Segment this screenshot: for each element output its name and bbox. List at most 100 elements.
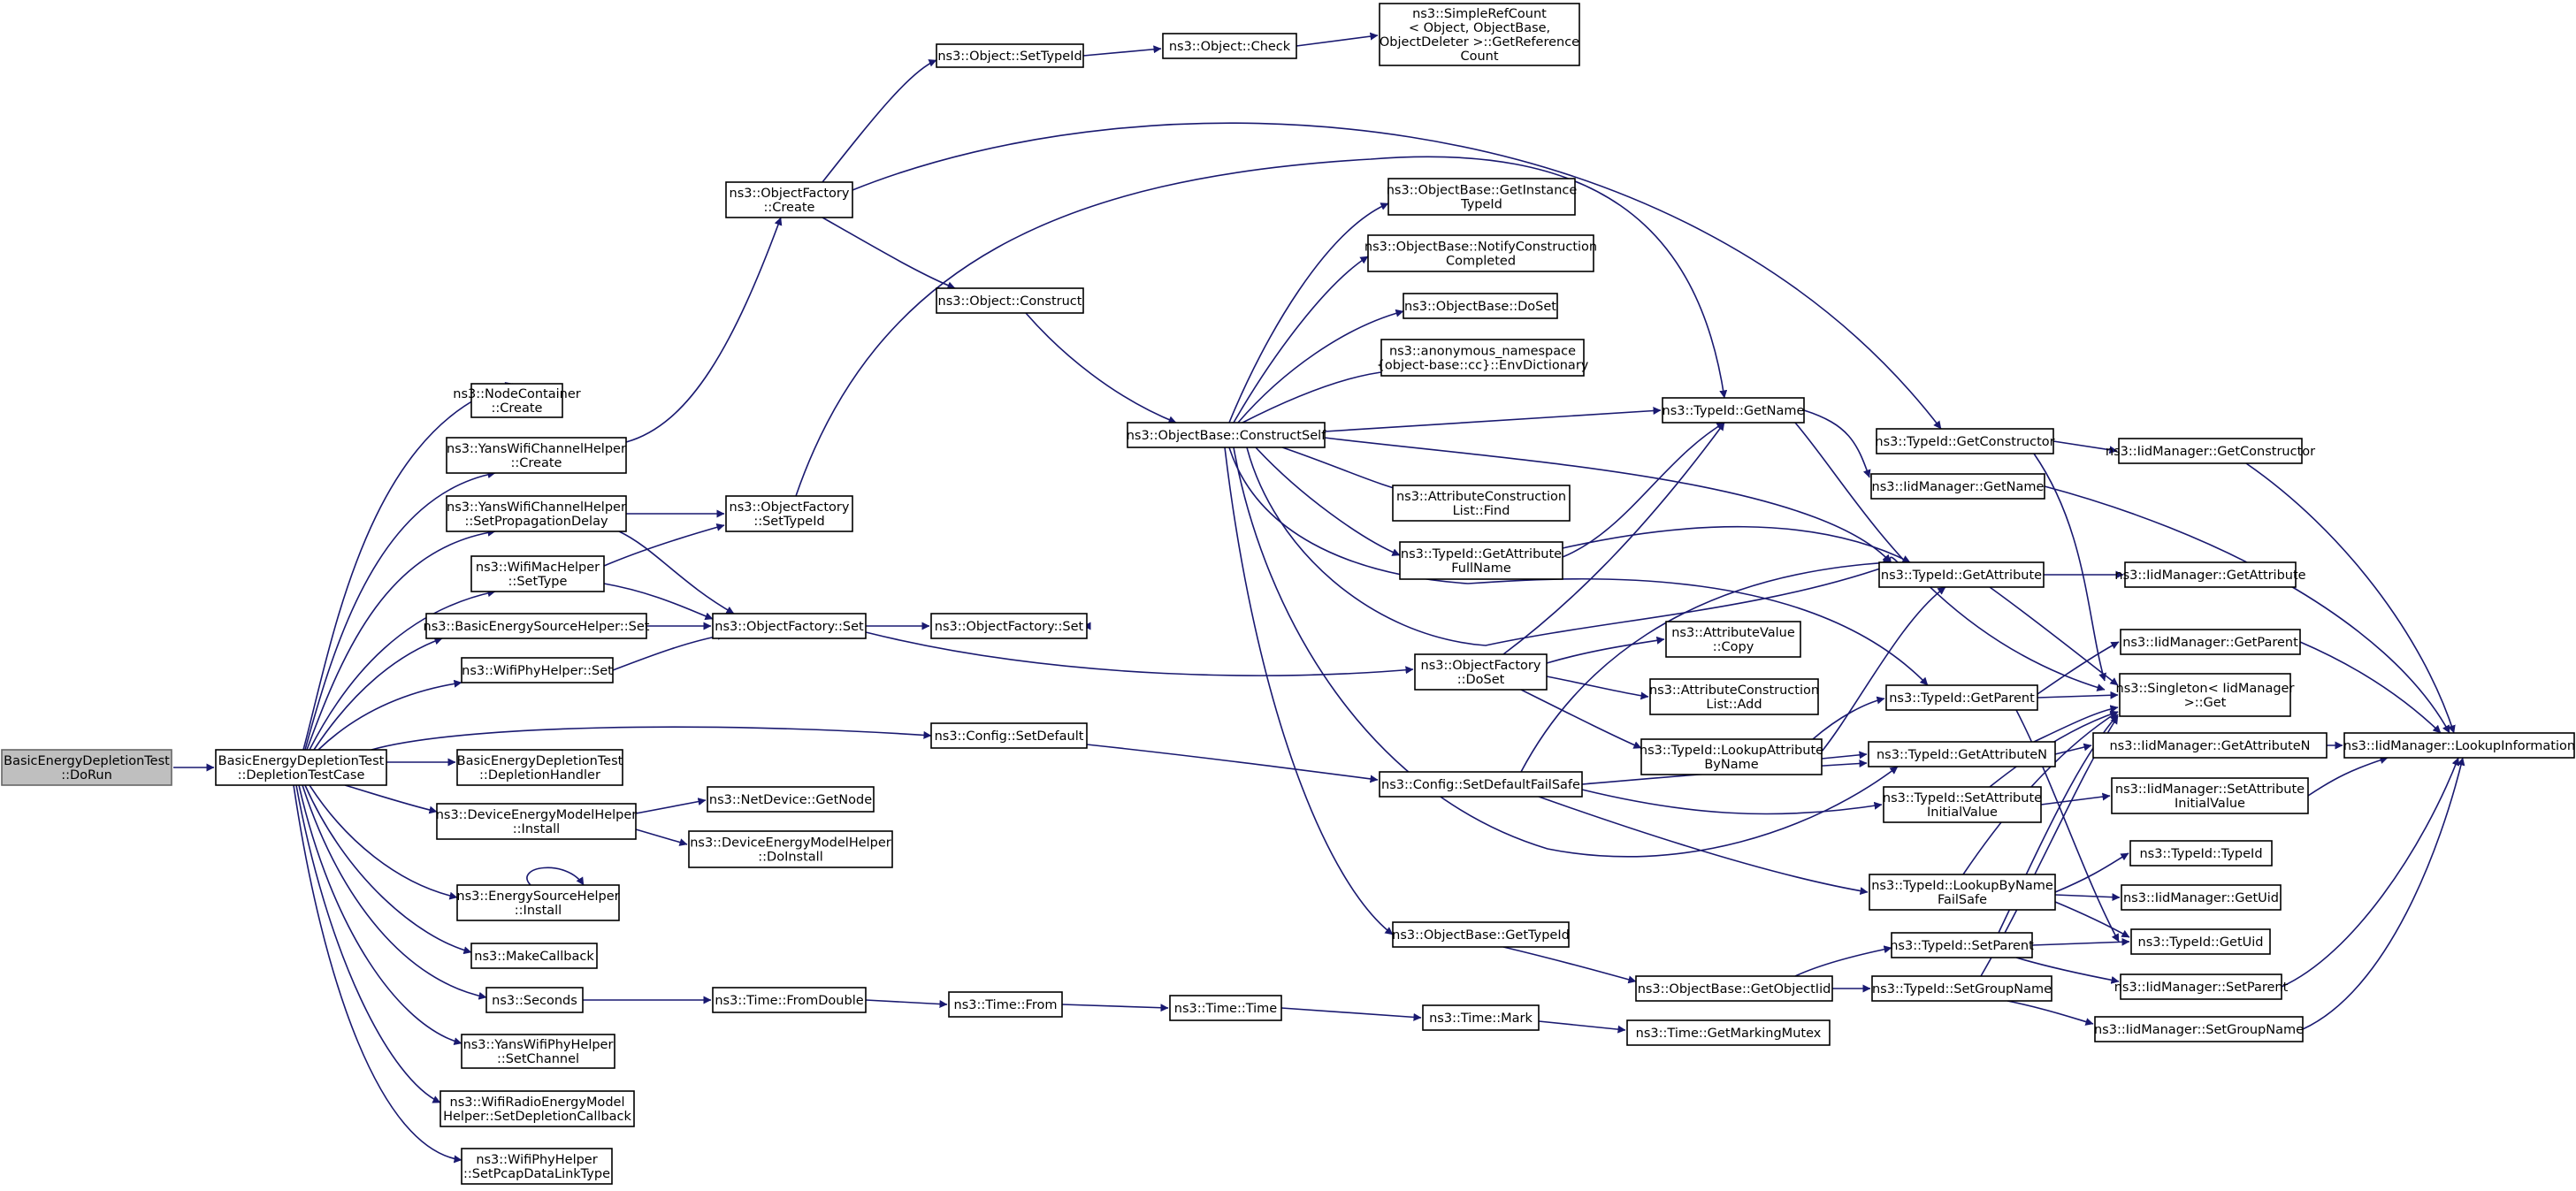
function-node[interactable]: ns3::Singleton< IidManager>::Get: [2116, 673, 2295, 717]
function-node[interactable]: ns3::MakeCallback: [470, 943, 598, 969]
function-node[interactable]: ns3::ObjectFactory::Create: [725, 181, 853, 218]
node-label: ns3::TypeId::SetGroupName: [1872, 982, 2052, 996]
node-box: [446, 495, 627, 532]
node-label: ns3::WifiRadioEnergyModel: [450, 1096, 625, 1110]
function-node[interactable]: ns3::BasicEnergySourceHelper::Set: [424, 613, 650, 639]
function-node[interactable]: ns3::IidManager::GetAttribute: [2114, 561, 2306, 588]
function-node[interactable]: ns3::Time::Mark: [1422, 1004, 1540, 1031]
call-edge-n53: [2054, 852, 2129, 893]
node-box: [2120, 629, 2301, 655]
call-edge-n29: [1324, 407, 1662, 432]
function-node[interactable]: ns3::Time::From: [948, 991, 1063, 1018]
function-node[interactable]: ns3::YansWifiChannelHelper::SetPropagati…: [446, 495, 627, 532]
function-node[interactable]: ns3::anonymous_namespace{object-base::cc…: [1377, 339, 1589, 377]
function-node[interactable]: ns3::TypeId::GetUid: [2130, 928, 2271, 955]
function-node[interactable]: ns3::TypeId::SetParent: [1890, 932, 2034, 958]
function-node[interactable]: ns3::IidManager::LookupInformation: [2343, 732, 2575, 759]
function-node[interactable]: BasicEnergyDepletionTest::DepletionTestC…: [215, 749, 387, 786]
function-node[interactable]: ns3::ObjectBase::ConstructSelf: [1127, 422, 1326, 448]
function-node[interactable]: ns3::IidManager::GetParent: [2120, 629, 2301, 655]
node-label: ns3::ObjectFactory: [730, 500, 850, 515]
function-node[interactable]: ns3::Time::GetMarkingMutex: [1626, 1019, 1831, 1046]
call-edge-n55: [2007, 1000, 2094, 1026]
function-node[interactable]: ns3::WifiPhyHelper::SetPcapDataLinkType: [461, 1148, 613, 1185]
function-node[interactable]: ns3::IidManager::GetName: [1870, 473, 2045, 500]
node-box: [1876, 428, 2054, 454]
node-box: [948, 991, 1063, 1018]
function-node[interactable]: ns3::ObjectBase::DoSet: [1403, 293, 1558, 319]
function-node[interactable]: ns3::Object::Check: [1162, 33, 1297, 59]
function-node[interactable]: ns3::ObjectFactory::Set: [712, 613, 867, 639]
function-node[interactable]: ns3::ObjectBase::GetTypeId: [1392, 921, 1570, 948]
function-node[interactable]: ns3::DeviceEnergyModelHelper::DoInstall: [688, 830, 893, 868]
function-node[interactable]: ns3::ObjectFactory::DoSet: [1414, 653, 1548, 691]
function-node[interactable]: ns3::TypeId::GetAttributeN: [1868, 741, 2056, 767]
node-box: [470, 943, 598, 969]
function-node[interactable]: ns3::WifiMacHelper::SetType: [470, 555, 605, 592]
function-node[interactable]: ns3::WifiPhyHelper::Set: [461, 657, 614, 683]
node-box: [936, 287, 1084, 314]
call-edge-n29: [1233, 447, 1899, 858]
node-box: [1649, 678, 1819, 715]
function-node[interactable]: ns3::TypeId::GetConstructor: [1875, 428, 2055, 454]
function-node[interactable]: ns3::Config::SetDefaultFailSafe: [1379, 771, 1583, 798]
node-label: ns3::Config::SetDefault: [935, 729, 1084, 744]
call-edge-n35: [1562, 422, 1725, 558]
node-label: ns3::ObjectBase::GetObjectIid: [1638, 982, 1831, 996]
function-node[interactable]: ns3::NetDevice::GetNode: [707, 786, 875, 813]
call-edge-n1: [313, 637, 443, 751]
function-node[interactable]: ns3::WifiRadioEnergyModelHelper::SetDepl…: [440, 1090, 635, 1127]
call-edge-n43: [1794, 422, 2106, 691]
function-node[interactable]: ns3::IidManager::GetConstructor: [2106, 438, 2315, 464]
function-node[interactable]: ns3::ObjectFactory::Set: [930, 613, 1088, 639]
function-node[interactable]: ns3::NodeContainer::Create: [453, 383, 581, 418]
function-node[interactable]: ns3::AttributeValue::Copy: [1665, 621, 1801, 658]
function-node[interactable]: ns3::YansWifiPhyHelper::SetChannel: [461, 1034, 615, 1069]
function-node[interactable]: BasicEnergyDepletionTest::DepletionHandl…: [456, 749, 623, 786]
function-node[interactable]: ns3::Object::SetTypeId: [936, 43, 1084, 68]
call-edge-n27: [1296, 32, 1379, 47]
function-node[interactable]: ns3::IidManager::SetParent: [2114, 973, 2289, 1000]
function-node[interactable]: ns3::DeviceEnergyModelHelper::Install: [436, 803, 638, 840]
function-node[interactable]: ns3::ObjectFactory::SetTypeId: [725, 495, 853, 532]
function-node[interactable]: ns3::Object::Construct: [936, 287, 1084, 314]
function-node[interactable]: ns3::TypeId::GetAttribute: [1878, 561, 2045, 588]
node-box: [1883, 786, 2042, 823]
function-node[interactable]: ns3::Time::FromDouble: [712, 987, 867, 1013]
function-node-root[interactable]: BasicEnergyDepletionTest::DoRun: [1, 749, 172, 786]
node-box: [436, 803, 637, 840]
node-label: ns3::MakeCallback: [474, 950, 594, 964]
node-box: [1871, 975, 2052, 1002]
call-edge-n18: [865, 631, 1414, 676]
function-node[interactable]: ns3::Seconds: [485, 987, 584, 1013]
function-node[interactable]: ns3::TypeId::TypeId: [2129, 840, 2273, 867]
node-label: ns3::Time::FromDouble: [715, 994, 863, 1008]
function-node[interactable]: ns3::TypeId::SetGroupName: [1871, 975, 2052, 1002]
node-box: [1665, 621, 1801, 658]
function-node[interactable]: ns3::ObjectBase::GetObjectIid: [1635, 975, 1833, 1002]
function-node[interactable]: ns3::IidManager::SetGroupName: [2094, 1016, 2304, 1042]
function-node[interactable]: ns3::TypeId::GetParent: [1885, 684, 2038, 711]
function-node[interactable]: ns3::Config::SetDefault: [930, 722, 1088, 749]
function-node[interactable]: ns3::IidManager::GetUid: [2121, 884, 2282, 911]
function-node[interactable]: ns3::SimpleRefCount< Object, ObjectBase,…: [1379, 3, 1580, 66]
node-label: List::Add: [1706, 698, 1762, 712]
node-box: [1403, 293, 1558, 319]
function-node[interactable]: ns3::YansWifiChannelHelper::Create: [446, 437, 627, 474]
function-node[interactable]: ns3::IidManager::GetAttributeN: [2092, 732, 2328, 759]
node-label: ns3::Time::From: [954, 998, 1058, 1012]
function-node[interactable]: ns3::TypeId::GetName: [1662, 397, 1805, 424]
function-node[interactable]: ns3::EnergySourceHelper::Install: [456, 884, 620, 921]
function-node[interactable]: ns3::Time::Time: [1169, 995, 1282, 1021]
node-label: ns3::Object::Check: [1169, 40, 1291, 54]
function-node[interactable]: ns3::IidManager::SetAttributeInitialValu…: [2111, 777, 2309, 814]
function-node[interactable]: ns3::ObjectBase::NotifyConstructionCompl…: [1364, 234, 1597, 272]
call-edge-n1: [298, 784, 462, 1046]
